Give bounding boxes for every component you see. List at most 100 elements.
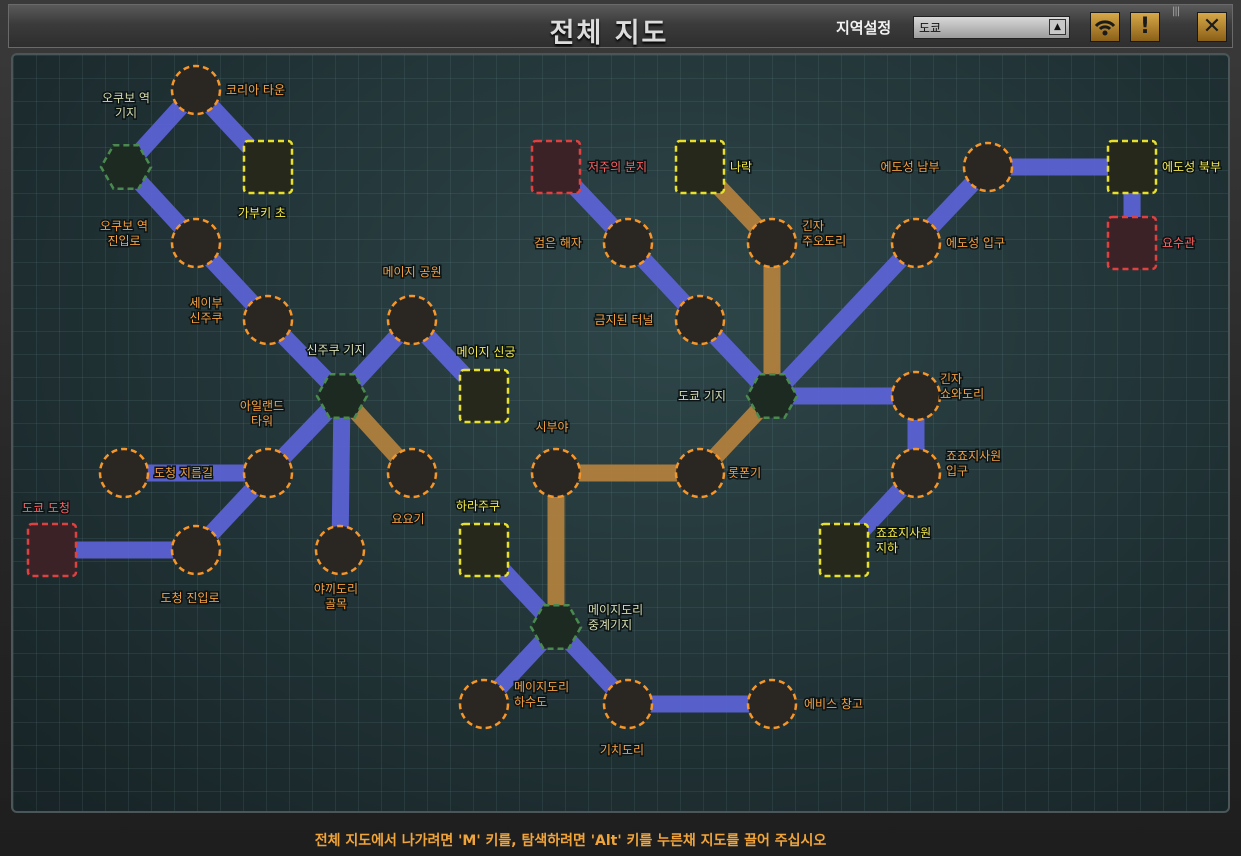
node-label-line: 롯폰기 [728, 466, 761, 480]
node-label-line: 골목 [325, 597, 347, 611]
node-marker[interactable] [962, 141, 1014, 193]
node-marker[interactable] [530, 447, 582, 499]
map-node-naraku[interactable]: 나락 [674, 139, 754, 195]
region-dropdown-value: 도쿄 [919, 21, 942, 35]
map-node-meiji_shrine[interactable]: 메이지 신궁 [455, 344, 517, 424]
dropdown-arrow-icon[interactable]: ▲ [1049, 19, 1066, 35]
node-marker[interactable] [530, 139, 582, 195]
node-marker[interactable] [818, 522, 870, 578]
node-label: 하라주쿠 [456, 499, 500, 513]
node-label-line: 가부키 초 [238, 206, 286, 220]
node-label: 메이지 공원 [382, 265, 441, 279]
node-marker[interactable] [890, 217, 942, 269]
close-button[interactable]: ✕ [1197, 12, 1227, 42]
node-marker[interactable] [26, 522, 78, 578]
map-node-edo_entry[interactable]: 에도성 입구 [890, 217, 1007, 269]
node-marker[interactable] [386, 447, 438, 499]
node-label-line: 오쿠보 역 [100, 219, 148, 233]
node-marker[interactable] [674, 139, 726, 195]
node-marker[interactable] [602, 217, 654, 269]
node-marker[interactable] [1106, 139, 1158, 195]
alert-button[interactable]: ! [1130, 12, 1160, 42]
node-marker[interactable] [170, 217, 222, 269]
footer-hint: 전체 지도에서 나가려면 'M' 키를, 탐색하려면 'Alt' 키를 누른채 … [314, 833, 827, 849]
map-node-harajuku[interactable]: 하라주쿠 [454, 498, 510, 578]
map-node-ebisu[interactable]: 에비스 창고 [746, 678, 865, 730]
node-marker[interactable] [242, 447, 294, 499]
node-label-line: 에비스 창고 [804, 697, 863, 711]
node-marker[interactable] [315, 373, 369, 419]
node-marker[interactable] [746, 678, 798, 730]
node-marker[interactable] [458, 522, 510, 578]
node-marker[interactable] [674, 294, 726, 346]
map-node-shinjuku_base[interactable]: 신주쿠 기지 [305, 342, 369, 419]
exclamation-icon: ! [1139, 14, 1151, 39]
map-node-shibuya[interactable]: 시부야 [530, 419, 582, 499]
node-marker[interactable] [745, 373, 799, 419]
map-node-tocho_short[interactable]: 도청 지름길 [98, 447, 215, 499]
node-marker[interactable] [602, 678, 654, 730]
node-label: 에도성 북부 [1162, 160, 1221, 174]
node-marker[interactable] [529, 604, 583, 650]
map-node-forbidden[interactable]: 금지된 터널 [593, 294, 726, 346]
node-marker[interactable] [458, 678, 510, 730]
node-label-line: 에도성 남부 [880, 160, 939, 174]
node-marker[interactable] [386, 294, 438, 346]
map-node-tocho_entry[interactable]: 도청 진입로 [159, 524, 222, 607]
signal-button[interactable] [1090, 12, 1120, 42]
node-marker[interactable] [99, 144, 153, 190]
map-node-yosukan[interactable]: 요수관 [1106, 215, 1197, 271]
map-node-edo_south[interactable]: 에도성 남부 [879, 141, 1014, 193]
map-node-edo_north[interactable]: 에도성 북부 [1106, 139, 1223, 195]
node-label: 도쿄 도청 [22, 501, 70, 515]
map-node-korea[interactable]: 코리아 타운 [170, 64, 287, 116]
node-label-line: 아일랜드 [240, 399, 284, 413]
node-marker[interactable] [674, 447, 726, 499]
node-marker[interactable] [170, 524, 222, 576]
node-marker[interactable] [1106, 215, 1158, 271]
map-node-roppongi[interactable]: 롯폰기 [674, 447, 763, 499]
map-node-cursed[interactable]: 저주의 분지 [530, 139, 649, 195]
node-marker[interactable] [242, 294, 294, 346]
map-node-meiji_park[interactable]: 메이지 공원 [381, 264, 443, 346]
node-marker[interactable] [314, 524, 366, 576]
node-marker[interactable] [890, 447, 942, 499]
node-marker[interactable] [890, 370, 942, 422]
node-label-line: 시부야 [535, 420, 568, 434]
node-label-line: 메이지도리 [514, 680, 569, 694]
node-marker[interactable] [170, 64, 222, 116]
map-node-tokyo_tocho[interactable]: 도쿄 도청 [21, 500, 78, 578]
node-marker[interactable] [458, 368, 510, 424]
node-marker[interactable] [98, 447, 150, 499]
map-node-kichi[interactable]: 기치도리 [598, 678, 654, 759]
node-marker[interactable] [746, 217, 798, 269]
node-label-line: 입구 [946, 464, 968, 478]
node-marker[interactable] [242, 139, 294, 195]
node-label-line: 요수관 [1162, 236, 1195, 250]
map-node-tokyo_base[interactable]: 도쿄 기지 [677, 373, 799, 419]
map-node-yoyogi[interactable]: 요요기 [386, 447, 438, 528]
map-node-black_sea[interactable]: 검은 해자 [533, 217, 654, 269]
region-dropdown[interactable]: 도쿄 ▲ [913, 16, 1070, 39]
map-node-kabuki[interactable]: 가부키 초 [237, 139, 294, 222]
node-label-line: 세이부 [189, 296, 222, 310]
